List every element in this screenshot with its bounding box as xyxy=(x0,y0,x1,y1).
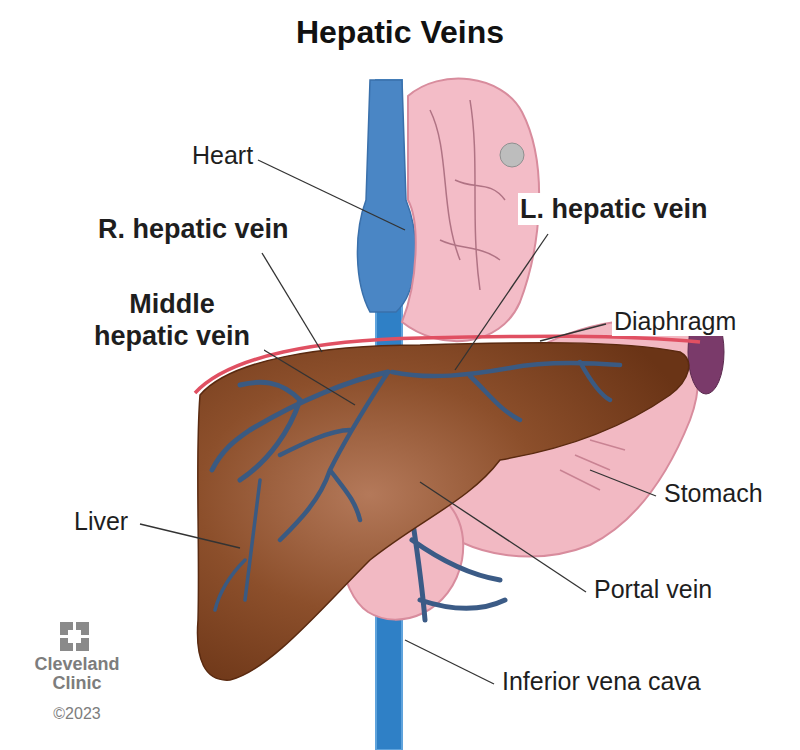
vein-label: Middle hepatic vein xyxy=(80,288,264,353)
title: Hepatic Veins xyxy=(0,14,800,51)
logo-mark xyxy=(60,622,89,651)
heart-appendage xyxy=(500,143,524,167)
liver xyxy=(197,343,688,680)
hepatic-veins xyxy=(212,362,620,610)
part-label: Inferior vena cava xyxy=(500,666,703,696)
part-label: Stomach xyxy=(662,478,765,508)
upper-vein xyxy=(357,80,415,312)
vein-label: L. hepatic vein xyxy=(518,193,710,225)
part-label: Heart xyxy=(190,140,255,170)
copyright: ©2023 xyxy=(24,704,130,723)
vein-label: R. hepatic vein xyxy=(96,213,291,245)
coronary-vessels xyxy=(430,100,505,290)
logo-text: Cleveland Clinic xyxy=(24,655,130,693)
part-label: Liver xyxy=(72,506,130,536)
stomach-folds xyxy=(560,440,625,490)
part-label: Portal vein xyxy=(592,574,714,604)
part-label: Diaphragm xyxy=(612,306,738,336)
